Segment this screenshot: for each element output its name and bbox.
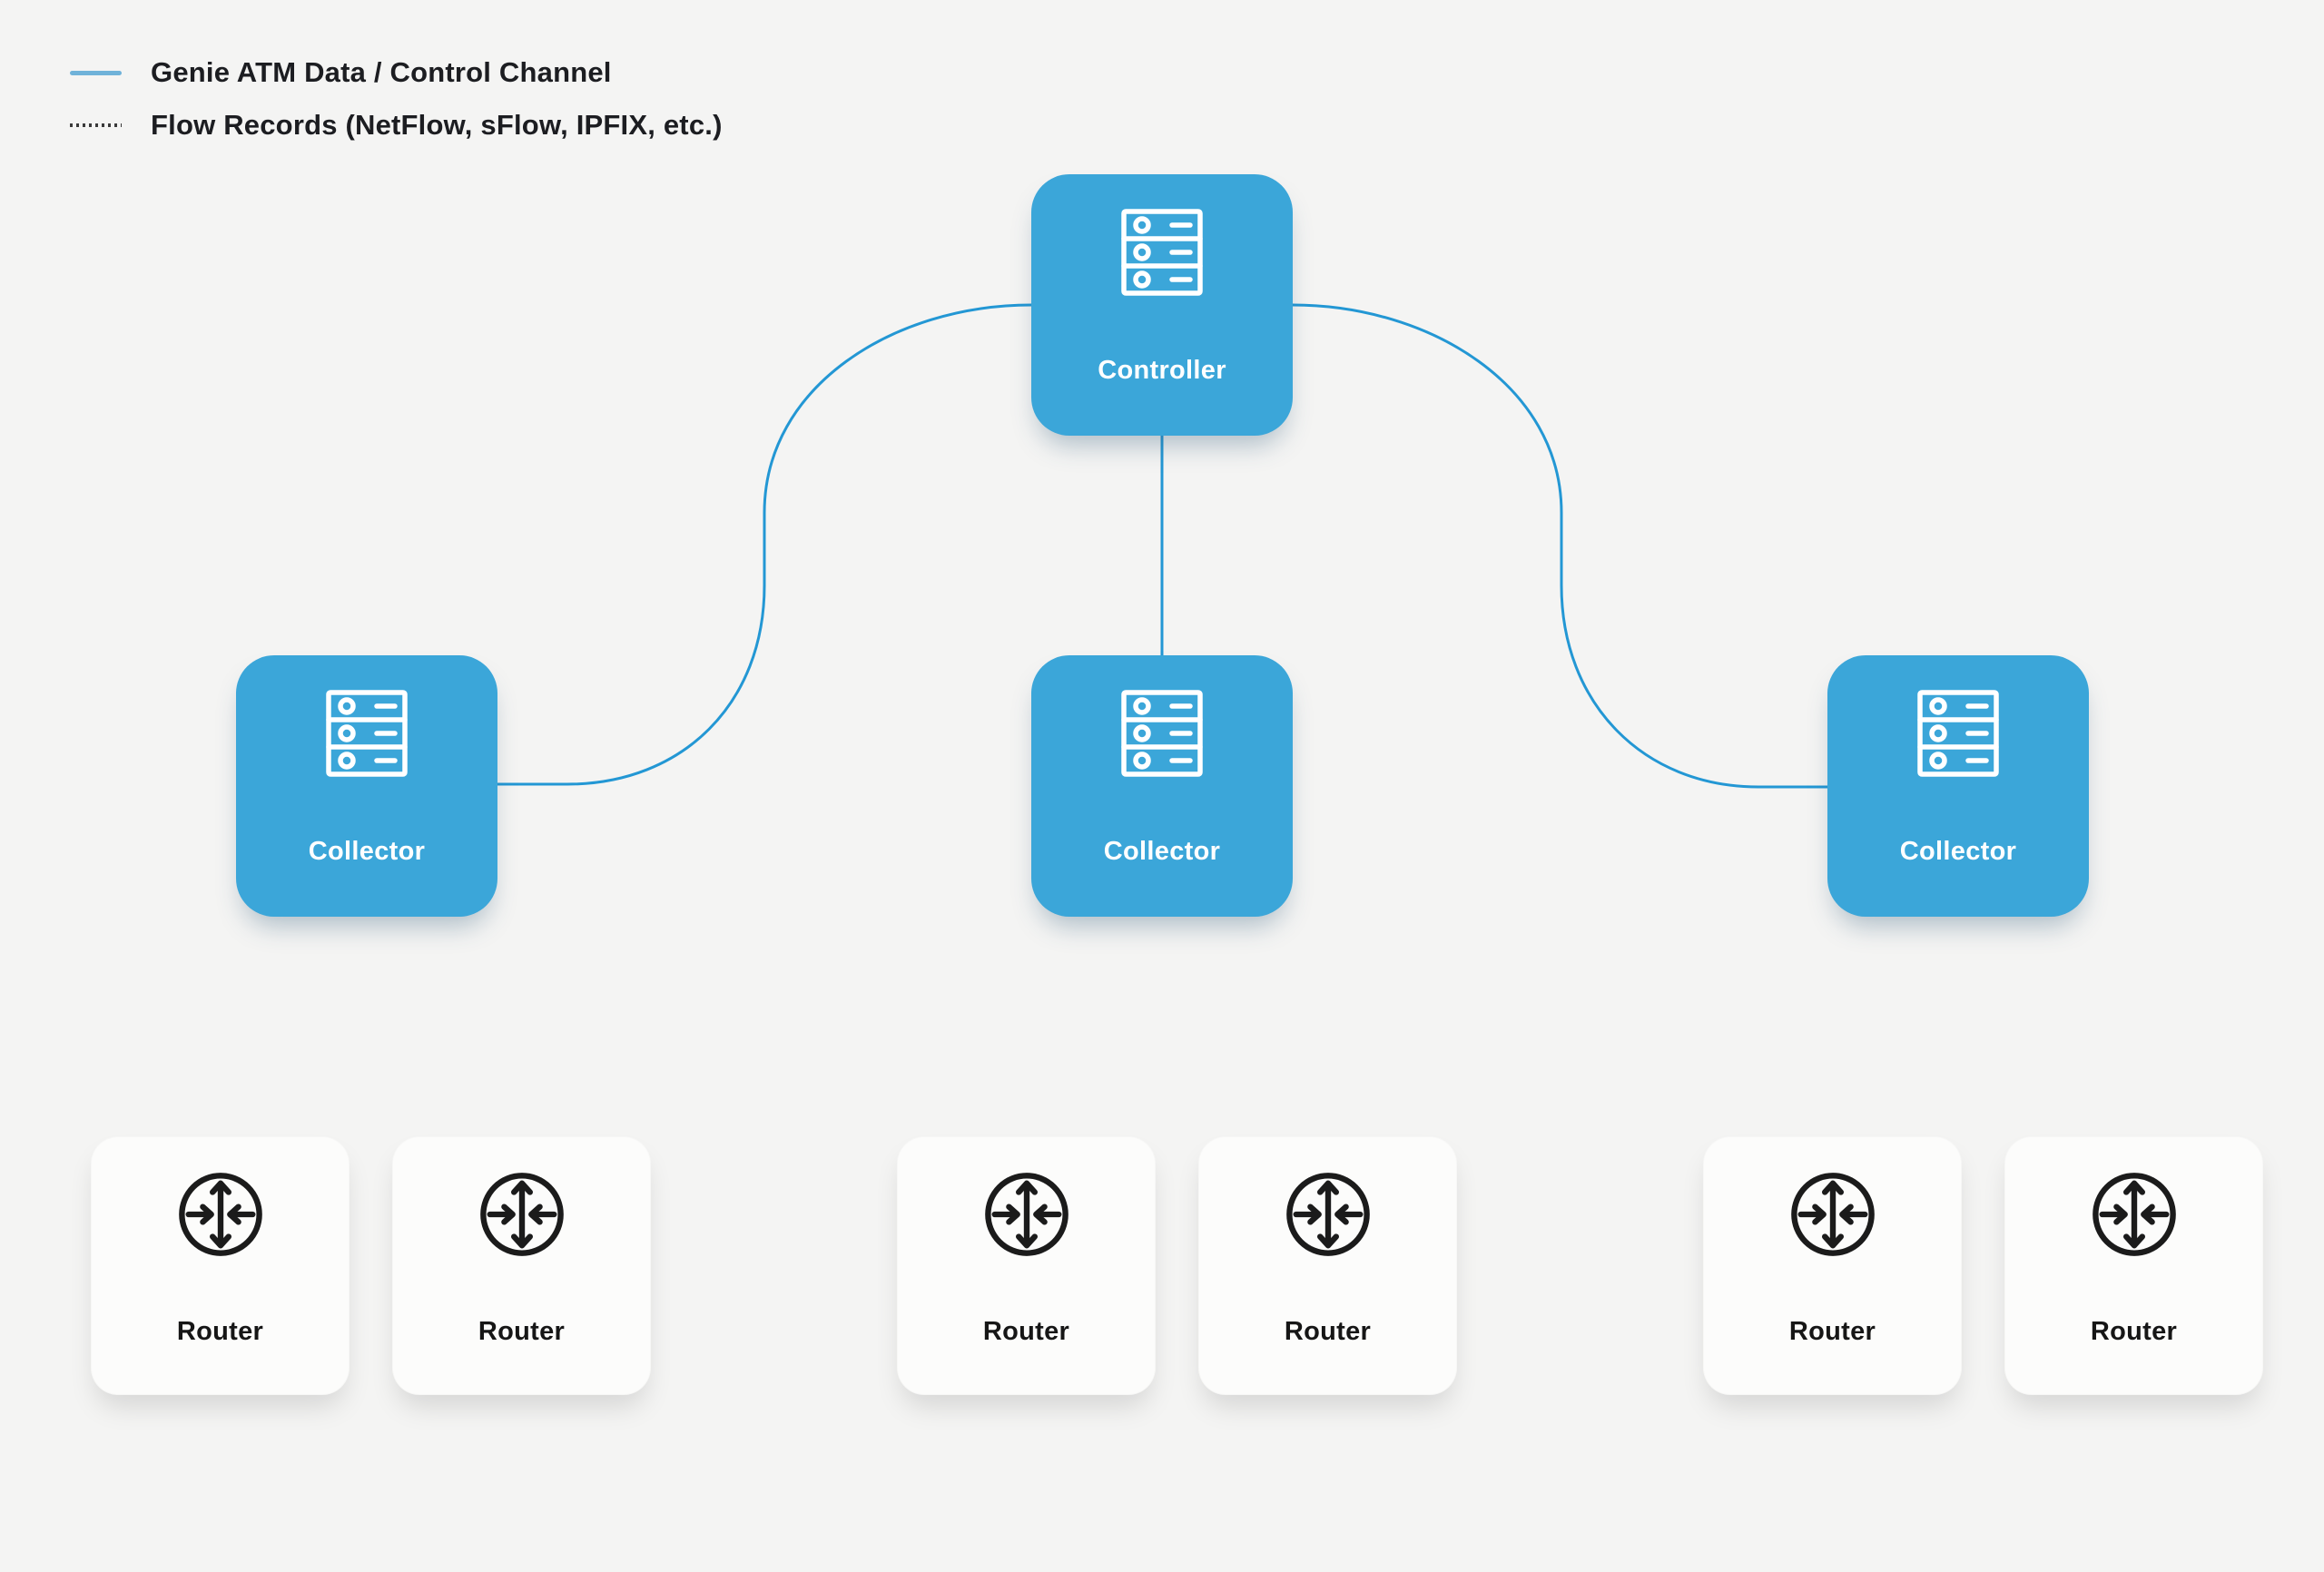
node-label: Router (1788, 1317, 1876, 1346)
controller-node: Controller (1031, 174, 1293, 436)
server-icon (1917, 690, 1999, 777)
router-node: Router (392, 1136, 651, 1395)
legend-label: Flow Records (NetFlow, sFlow, IPFIX, etc… (151, 109, 723, 141)
legend-item-flow-records: Flow Records (NetFlow, sFlow, IPFIX, etc… (70, 103, 723, 147)
node-label: Collector (1899, 837, 2017, 866)
link-controller-collector-right (1292, 303, 1827, 789)
link-controller-collector-left (497, 303, 1032, 786)
node-label: Router (982, 1317, 1070, 1346)
router-icon (2092, 1173, 2176, 1256)
node-label: Router (1284, 1317, 1372, 1346)
server-icon (326, 690, 408, 777)
dotted-line-swatch (70, 123, 122, 127)
solid-line-swatch (70, 70, 122, 75)
router-node: Router (91, 1136, 350, 1395)
node-label: Router (2090, 1317, 2178, 1346)
legend-label: Genie ATM Data / Control Channel (151, 56, 612, 88)
router-icon (178, 1173, 262, 1256)
server-icon (1121, 690, 1203, 777)
router-node: Router (2004, 1136, 2263, 1395)
router-node: Router (897, 1136, 1156, 1395)
router-node: Router (1198, 1136, 1457, 1395)
router-icon (1790, 1173, 1875, 1256)
collector-node: Collector (236, 655, 497, 917)
collector-node: Collector (1031, 655, 1293, 917)
node-label: Collector (1103, 837, 1221, 866)
node-label: Collector (308, 837, 426, 866)
node-label: Controller (1098, 356, 1226, 385)
router-node: Router (1703, 1136, 1962, 1395)
server-icon (1121, 209, 1203, 296)
collector-node: Collector (1827, 655, 2089, 917)
router-icon (1285, 1173, 1370, 1256)
node-label: Router (478, 1317, 566, 1346)
legend-item-genie-atm-channel: Genie ATM Data / Control Channel (70, 51, 723, 94)
node-label: Router (176, 1317, 264, 1346)
router-icon (984, 1173, 1068, 1256)
router-icon (479, 1173, 564, 1256)
legend: Genie ATM Data / Control Channel Flow Re… (70, 51, 723, 147)
